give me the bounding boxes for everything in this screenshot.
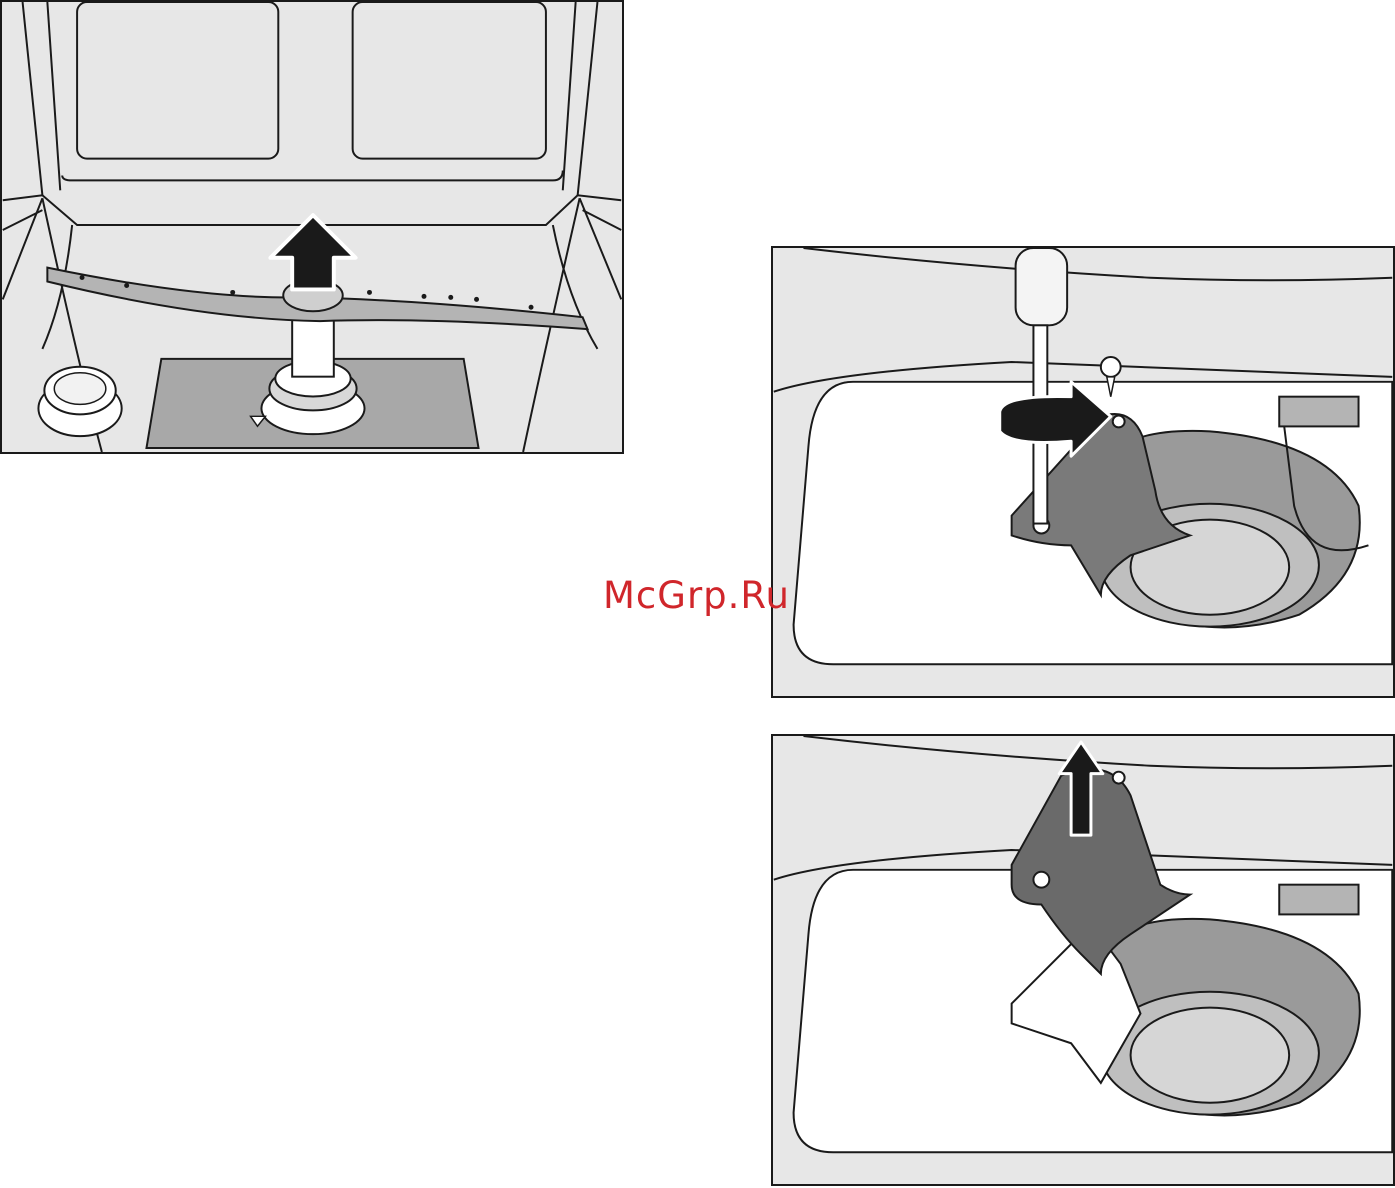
illustration-remove-spray-arm — [0, 0, 624, 454]
illustration-unscrew-cover — [771, 246, 1395, 698]
sump-cover-lift-drawing — [773, 736, 1393, 1184]
dishwasher-interior-drawing — [2, 2, 622, 452]
salt-cap-icon — [38, 367, 121, 436]
watermark-logo: McGrp.Ru — [603, 574, 790, 617]
illustration-lift-cover — [771, 734, 1395, 1186]
sump-cover-screw-drawing — [773, 248, 1393, 696]
up-arrow-icon — [270, 215, 355, 289]
